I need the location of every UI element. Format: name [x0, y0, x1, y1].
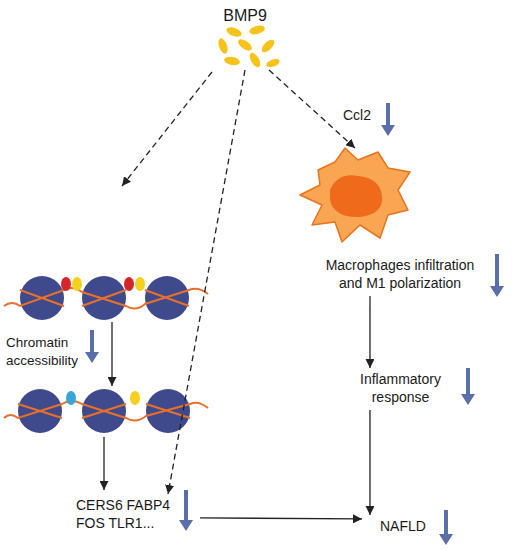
dna-strand	[18, 404, 190, 418]
node-text: Inflammatory response	[353, 370, 448, 406]
node-text: Macrophages infiltration and M1 polariza…	[315, 256, 485, 292]
edge-label: Ccl2	[343, 106, 371, 124]
dna-strand	[4, 288, 208, 309]
node-text: NAFLD	[380, 517, 432, 535]
blue-mark	[66, 391, 76, 405]
dashed-arrow	[269, 70, 355, 148]
arrow	[369, 296, 370, 368]
text-node: Inflammatory response	[345, 368, 455, 410]
yellow-mark	[135, 277, 145, 291]
macrophage-nucleus	[330, 175, 382, 217]
particle	[223, 56, 240, 67]
decrease-arrow	[439, 510, 453, 545]
node-text: BMP9	[205, 6, 285, 27]
yellow-mark	[72, 277, 82, 291]
annotation-label: Chromatin accessibility	[6, 334, 90, 369]
decrease-arrow	[490, 254, 504, 297]
yellow-mark	[130, 391, 140, 405]
red-mark	[124, 277, 134, 291]
arrow	[200, 517, 362, 519]
text-node: Macrophages infiltration and M1 polariza…	[300, 148, 500, 296]
text-node: CERS6 FABP4 FOS TLR1...	[72, 494, 200, 536]
decrease-arrows	[85, 103, 504, 545]
arrow	[103, 437, 104, 490]
particle	[260, 38, 277, 55]
particle	[225, 26, 243, 39]
macrophage-cell	[300, 148, 410, 242]
chromatin-open	[4, 276, 208, 320]
dashed-arrow	[122, 72, 212, 186]
decrease-arrow	[461, 368, 475, 405]
decrease-arrow	[381, 103, 395, 136]
arrow	[369, 410, 370, 515]
dna-strand	[4, 401, 208, 421]
text-node: BMP9	[205, 4, 285, 70]
decrease-arrow	[179, 490, 193, 531]
arrow	[111, 322, 112, 386]
dna-strand	[20, 290, 189, 306]
node-text: CERS6 FABP4 FOS TLR1...	[76, 496, 180, 532]
particle	[248, 51, 263, 69]
chromatin-closed	[4, 389, 208, 433]
particle	[265, 57, 281, 68]
particle	[248, 24, 266, 36]
red-mark	[61, 277, 71, 291]
particle	[236, 37, 254, 53]
text-node: NAFLD	[362, 515, 432, 541]
particle	[217, 37, 230, 55]
decrease-arrow	[85, 330, 99, 363]
bmp9-particles	[217, 24, 281, 69]
dashed-arrow	[168, 70, 245, 494]
